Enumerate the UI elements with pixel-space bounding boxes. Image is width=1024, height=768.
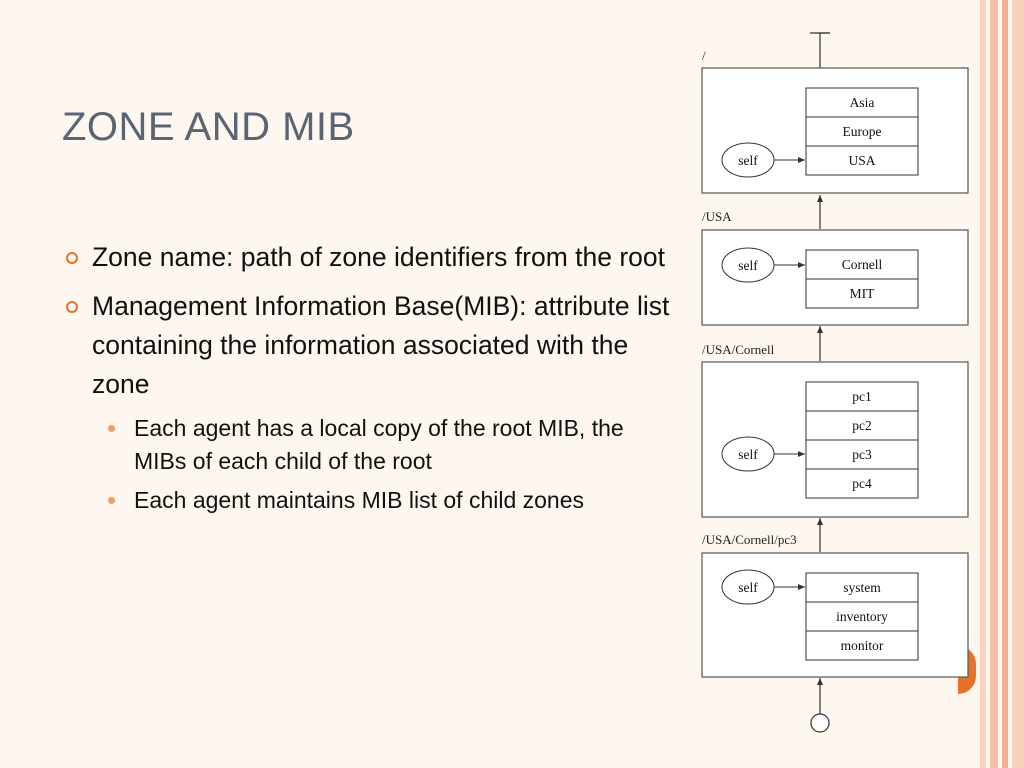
bullet-item: Zone name: path of zone identifiers from… bbox=[66, 238, 676, 277]
zone-box-root: / Asia Europe USA self bbox=[701, 48, 969, 194]
bullet-item: Management Information Base(MIB): attrib… bbox=[66, 287, 676, 404]
connector-lines bbox=[810, 32, 830, 714]
bullet-ring-icon bbox=[66, 252, 78, 264]
decor-stripe-3 bbox=[1002, 0, 1008, 768]
zone-box-pc3: /USA/Cornell/pc3 system inventory monito… bbox=[701, 532, 969, 678]
bullet-ring-icon bbox=[66, 301, 78, 313]
sub-bullet-item: Each agent has a local copy of the root … bbox=[66, 412, 676, 478]
self-node-label: self bbox=[738, 580, 758, 595]
mib-row-label: monitor bbox=[841, 638, 884, 653]
self-node-label: self bbox=[738, 447, 758, 462]
mib-row-label: pc3 bbox=[852, 447, 872, 462]
decor-stripe-2 bbox=[990, 0, 998, 768]
sub-bullet-item: Each agent maintains MIB list of child z… bbox=[66, 484, 676, 517]
mib-row-label: MIT bbox=[850, 286, 875, 301]
bullet-dot-icon bbox=[108, 425, 115, 432]
mib-row-label: Asia bbox=[850, 95, 875, 110]
decor-stripe-1 bbox=[980, 0, 986, 768]
sub-bullet-text: Each agent maintains MIB list of child z… bbox=[134, 487, 585, 513]
zone-path-label: /USA/Cornell/pc3 bbox=[702, 532, 797, 547]
bullet-dot-icon bbox=[108, 497, 115, 504]
slide-title: ZONE AND MIB bbox=[62, 105, 355, 149]
leaf-node-icon bbox=[810, 713, 830, 733]
zone-path-label: / bbox=[702, 48, 706, 63]
zone-box-usa: /USA Cornell MIT self bbox=[701, 209, 969, 326]
bullet-text: Management Information Base(MIB): attrib… bbox=[92, 291, 670, 399]
zone-path-label: /USA/Cornell bbox=[702, 342, 775, 357]
self-node-label: self bbox=[738, 153, 758, 168]
bullet-text: Zone name: path of zone identifiers from… bbox=[92, 242, 666, 272]
sub-bullet-text: Each agent has a local copy of the root … bbox=[134, 415, 624, 474]
mib-row-label: Cornell bbox=[842, 257, 883, 272]
zone-path-label: /USA bbox=[702, 209, 732, 224]
mib-row-label: Europe bbox=[843, 124, 882, 139]
mib-row-label: inventory bbox=[836, 609, 888, 624]
mib-row-label: USA bbox=[848, 153, 875, 168]
decor-stripe-4 bbox=[1012, 0, 1024, 768]
self-node-label: self bbox=[738, 258, 758, 273]
bullet-list: Zone name: path of zone identifiers from… bbox=[66, 238, 676, 523]
mib-row-label: pc2 bbox=[852, 418, 872, 433]
mib-row-label: pc4 bbox=[852, 476, 872, 491]
mib-row-label: system bbox=[843, 580, 881, 595]
mib-row-label: pc1 bbox=[852, 389, 872, 404]
zone-box-cornell: /USA/Cornell pc1 pc2 pc3 pc4 self bbox=[701, 342, 969, 518]
